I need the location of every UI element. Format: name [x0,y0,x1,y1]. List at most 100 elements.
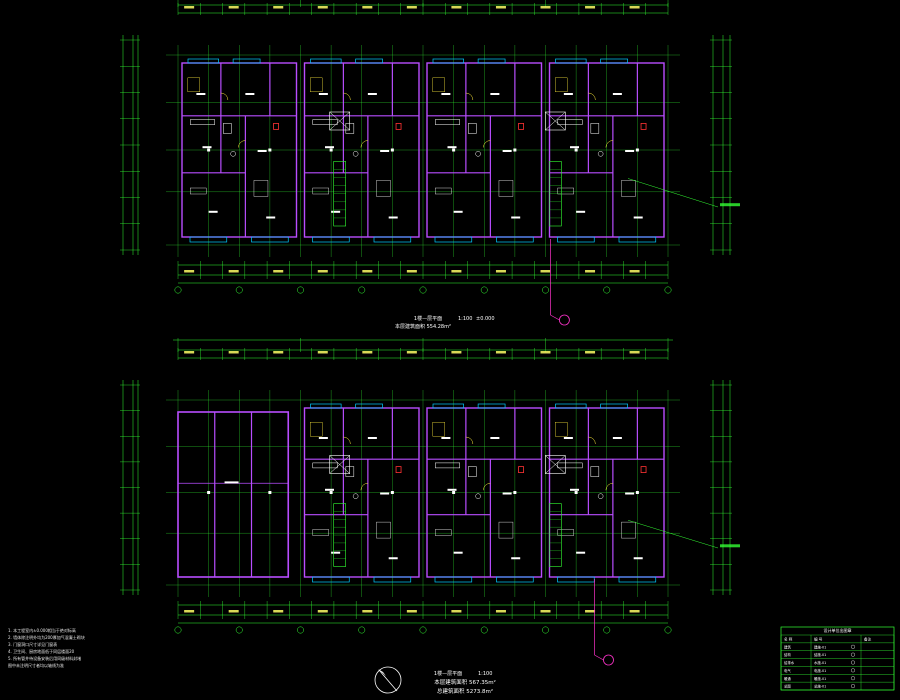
legend-title: 设计单位出图章 [824,627,852,633]
balcony-window [189,236,228,243]
bed-furniture [555,77,568,93]
note-line: 3. 门窗洞口尺寸详见门窗表 [8,641,57,647]
room-label [612,93,622,95]
section-leader [550,314,560,321]
axis-bubble [297,286,304,294]
lower-plan-area: 本层建筑面积 567.35m² [434,678,496,686]
dimension-value [228,6,239,9]
upper-plan-caption: 1楼—层平面 [414,315,442,322]
column-marker [452,491,456,494]
room-label [224,481,239,484]
room-label [325,488,334,491]
room-label [612,437,622,439]
legend-cell: 建筑 [784,644,791,649]
dimension-value [495,6,506,9]
legend-cell: 水施-01 [814,660,826,665]
room-label [447,488,457,491]
axis-bubble [235,286,243,294]
door-swing [238,140,246,148]
dimension-value [184,610,195,613]
room-label [388,216,398,219]
elevator-shaft [329,455,351,474]
legend-symbol [851,676,856,681]
legend-cell: 总图 [784,684,791,689]
room-label [266,216,276,219]
column-marker [574,491,578,494]
window [232,58,261,64]
sofa-furniture [435,187,452,195]
legend-cell: 结构 [784,652,791,657]
room-label [202,146,212,149]
room-label [625,492,635,495]
axis-bubble [358,626,366,634]
axis-bubble [419,286,427,294]
balcony-window [434,236,473,243]
dimension-value [184,270,195,273]
balcony-window [496,236,534,243]
room-label [318,437,328,439]
sofa-furniture [312,187,329,195]
door-swing [465,436,474,445]
door-swing [220,92,229,101]
kitchen-counter [435,119,460,125]
dimension-value [317,6,328,9]
balcony-window [618,236,657,243]
room-label [380,492,390,495]
axis-bubble [664,626,672,634]
lower-plan-scale: 1:100 [478,671,492,677]
pipe-shaft [395,123,402,130]
legend-symbol [851,644,856,649]
dimension-value [362,610,373,613]
column-marker [635,148,639,152]
dimension-value [184,6,195,9]
bed-furniture [621,180,636,197]
window [310,403,342,409]
room-label [490,93,500,95]
note-line: 1. 本工程室内±0.000相当于绝对标高 [8,627,76,633]
room-label [490,437,500,439]
column-marker [268,491,272,494]
legend-cell: 结施-01 [814,652,826,657]
axis-bubble [664,286,672,294]
room-label [331,210,341,213]
room-label [367,93,377,95]
legend-symbol [851,668,856,673]
dimension-value [362,270,373,273]
dimension-value [585,6,596,9]
note-line: 图中未注明尺寸者均以轴线为准 [8,662,64,668]
sofa-furniture [190,187,207,195]
dimension-value [362,351,373,354]
bed-furniture [253,180,269,197]
kitchen-counter [312,462,338,469]
dimension-value [585,610,596,613]
pipe-shaft [273,123,279,130]
axis-bubble [480,626,488,634]
bed-furniture [621,521,636,539]
window [477,58,506,64]
bed-furniture [310,422,323,437]
dimension-value [585,351,596,354]
dimension-value [540,270,551,273]
legend-cell: 给排水 [784,660,795,665]
door-swing [588,436,596,445]
bed-furniture [432,77,445,93]
bed-furniture [376,521,391,539]
column-marker [574,148,578,152]
bed-furniture [187,77,201,93]
column-marker [390,491,394,494]
dimension-value [540,6,551,9]
room-label [318,93,328,95]
kitchen-counter [312,119,338,125]
axis-bubble [235,626,243,634]
axis-bubble [174,286,182,294]
column-marker [207,491,211,494]
balcony-window [434,576,473,583]
axis-bubble [603,286,611,294]
legend-cell: 总施-01 [814,684,826,689]
dimension-value [451,270,462,273]
axis-bubble [174,626,182,634]
kitchen-counter [557,119,583,125]
basin-fixture [475,493,481,499]
window [187,58,219,64]
